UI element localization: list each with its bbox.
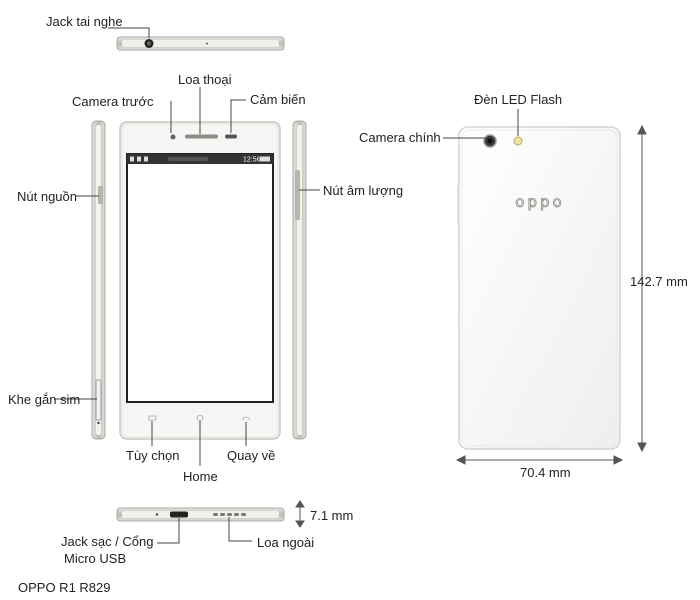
led-flash xyxy=(513,136,523,146)
label-main-camera: Camera chính xyxy=(359,130,441,145)
label-sensor: Cảm biến xyxy=(250,92,306,107)
home-key xyxy=(196,414,204,422)
brand-logo: oppo xyxy=(515,193,564,211)
width-arrow xyxy=(455,455,624,465)
figure-caption: OPPO R1 R829 xyxy=(18,580,111,595)
front-camera xyxy=(170,134,176,140)
thickness-arrow xyxy=(295,500,305,528)
volume-button xyxy=(295,170,300,220)
dimension-thickness: 7.1 mm xyxy=(310,508,354,523)
left-side-view xyxy=(91,120,106,440)
bottom-edge-view xyxy=(116,507,285,522)
charging-port-leader xyxy=(157,518,180,544)
options-key xyxy=(148,415,157,421)
label-led-flash: Đèn LED Flash xyxy=(474,92,563,107)
power-button xyxy=(98,186,103,204)
screen xyxy=(126,153,274,403)
sim-slot xyxy=(95,379,102,421)
label-home: Home xyxy=(183,469,218,484)
sensor xyxy=(225,134,237,139)
sensor-leader xyxy=(230,99,246,133)
loudspeaker-leader xyxy=(228,517,252,542)
back-key xyxy=(241,416,251,421)
label-charging-port-line2: Micro USB xyxy=(64,551,127,566)
micro-usb-port xyxy=(170,511,188,518)
dimension-width: 70.4 mm xyxy=(520,465,571,480)
label-earpiece: Loa thoại xyxy=(178,72,232,87)
back-view: oppo xyxy=(457,126,621,450)
label-headphone-jack: Jack tai nghe xyxy=(46,14,123,29)
dimension-height: 142.7 mm xyxy=(630,274,688,289)
label-sim-slot: Khe gắn sim xyxy=(8,392,81,407)
label-options: Tùy chọn xyxy=(126,448,180,463)
label-front-camera: Camera trước xyxy=(72,94,154,109)
right-side-view xyxy=(292,120,307,440)
label-charging-port-line1: Jack sạc / Cổng xyxy=(61,534,154,549)
headphone-jack-leader xyxy=(108,27,150,38)
label-back: Quay về xyxy=(227,448,276,463)
label-loudspeaker: Loa ngoài xyxy=(257,535,315,550)
label-power-button: Nút nguồn xyxy=(17,189,77,204)
top-edge-view xyxy=(116,36,285,51)
label-volume-button: Nút âm lượng xyxy=(323,183,404,198)
front-view: 12:56 xyxy=(119,121,281,440)
loudspeaker-grille xyxy=(213,513,246,516)
earpiece xyxy=(185,134,218,139)
status-bar-clock: 12:56 xyxy=(243,157,261,164)
height-arrow xyxy=(637,124,647,453)
